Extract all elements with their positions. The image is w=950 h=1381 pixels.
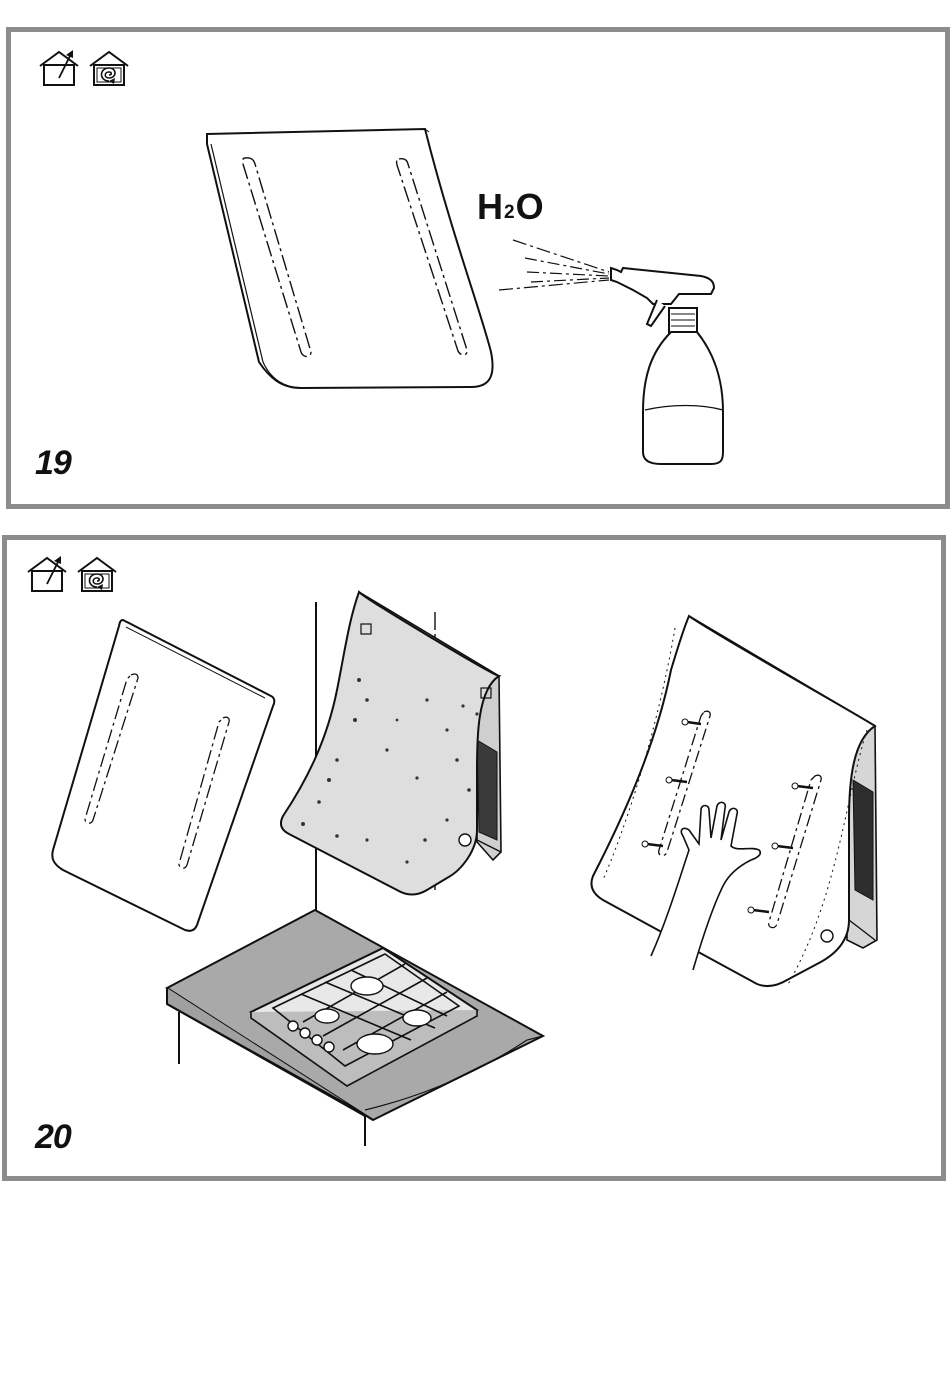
glass-panel-spray-illustration — [11, 32, 945, 504]
glass-panel — [207, 129, 493, 388]
step-number: 20 — [35, 1118, 71, 1157]
glass-panel-loose — [52, 620, 274, 931]
spray-mist — [499, 240, 609, 290]
spray-bottle — [611, 268, 723, 464]
hood-body-middle — [281, 592, 501, 895]
water-label: H2O — [477, 186, 544, 228]
hood-assembly-illustration — [7, 540, 941, 1176]
hood-assembled-right — [591, 616, 877, 986]
step-19-panel: H2O 19 — [6, 27, 950, 509]
step-20-panel: 20 — [2, 535, 946, 1181]
step-number: 19 — [35, 444, 71, 483]
